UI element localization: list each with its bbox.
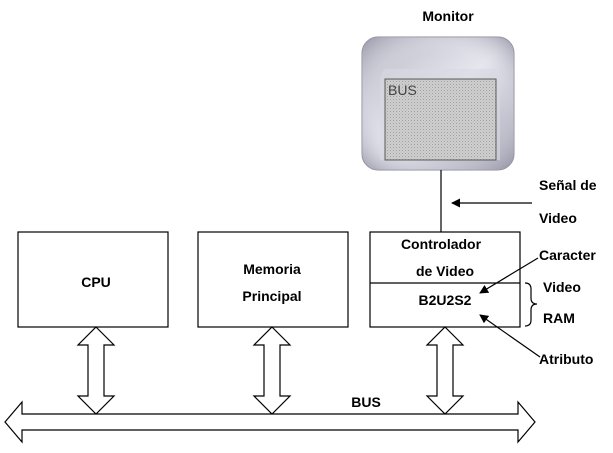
- video-signal-label-1: Señal de: [539, 177, 597, 193]
- monitor-screen-text: BUS: [388, 82, 417, 98]
- bus-label: BUS: [351, 394, 381, 410]
- main-memory-label-2: Principal: [242, 288, 301, 304]
- cpu-block: [17, 231, 169, 328]
- cpu-label: CPU: [81, 274, 111, 290]
- system-bus-arrow: [4, 400, 536, 444]
- memory-bus-connector-arrow: [252, 326, 292, 415]
- video-controller-bus-connector-arrow: [425, 326, 465, 415]
- caracter-label: Caracter: [539, 247, 596, 263]
- video-controller-block: [369, 231, 521, 328]
- video-controller-label-2: de Video: [416, 263, 474, 279]
- monitor-title: Monitor: [422, 8, 474, 24]
- video-ram-content: B2U2S2: [419, 292, 472, 308]
- monitor-icon: BUS: [361, 36, 515, 171]
- cpu-bus-connector-arrow: [76, 326, 116, 415]
- atributo-arrow: [479, 314, 541, 358]
- video-ram-label-2: RAM: [543, 310, 575, 326]
- monitor-screen: [384, 78, 497, 161]
- atributo-label: Atributo: [539, 351, 593, 367]
- video-ram-brace: [524, 282, 538, 327]
- video-signal-label-2: Video: [539, 210, 577, 226]
- main-memory-block: [197, 231, 349, 328]
- caracter-arrow: [479, 257, 539, 294]
- video-ram-label-1: Video: [543, 279, 581, 295]
- main-memory-label-1: Memoria: [243, 261, 301, 277]
- video-controller-label-1: Controlador: [401, 236, 482, 252]
